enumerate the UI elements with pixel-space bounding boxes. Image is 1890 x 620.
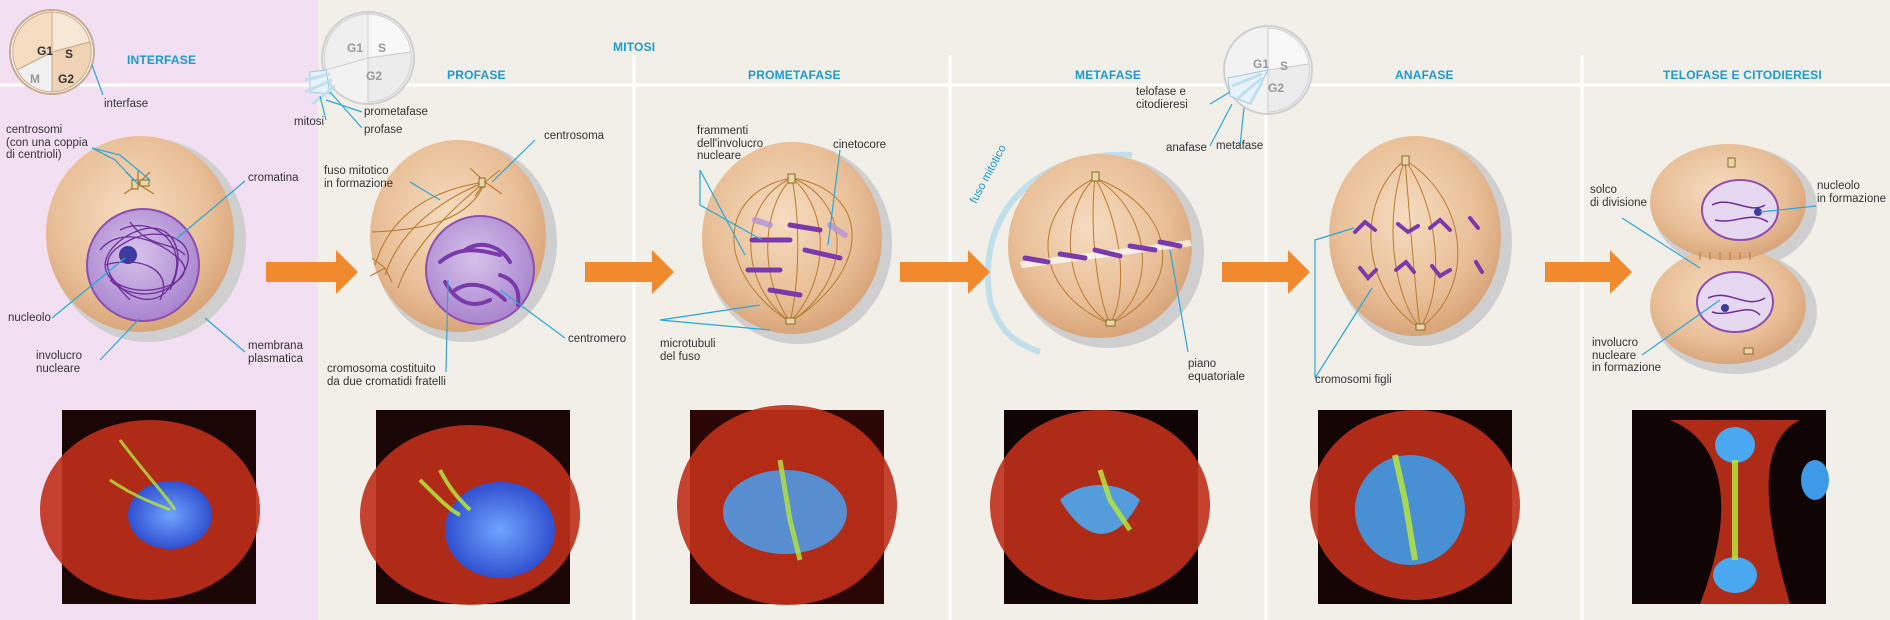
header-interfase: INTERFASE xyxy=(127,53,197,67)
label-involucro: involucro nucleare xyxy=(36,350,83,375)
cell-cycle-wheel-right xyxy=(1209,25,1313,147)
label-membrana: membrana plasmatica xyxy=(248,340,303,365)
wheel-left-g2: G2 xyxy=(58,72,75,86)
wheel-right-g2: G2 xyxy=(1268,81,1285,95)
label-fuso-formazione: fuso mitotico in formazione xyxy=(324,165,394,190)
prophase-cell xyxy=(369,140,557,342)
label-centrosomi: centrosomi (con una coppia di centrioli) xyxy=(6,124,88,161)
cell-cycle-wheel-mid xyxy=(304,11,415,129)
pointer-lines xyxy=(51,139,1817,379)
wheel-left-interfase: interfase xyxy=(104,98,149,110)
header-profase: PROFASE xyxy=(447,68,506,82)
wheel-left-s: S xyxy=(65,47,74,61)
label-cinetocore: cinetocore xyxy=(833,139,887,151)
wheel-right-telofase: telofase e citodieresi xyxy=(1136,86,1188,111)
label-microtubuli: microtubuli del fuso xyxy=(660,338,716,363)
label-solco: solco di divisione xyxy=(1590,184,1647,209)
label-piano: piano equatoriale xyxy=(1188,358,1245,383)
label-cromosomi-figli: cromosomi figli xyxy=(1315,374,1392,386)
label-nucleolo-formazione: nucleolo in formazione xyxy=(1817,180,1887,205)
label-cromatina: cromatina xyxy=(248,172,299,184)
telophase-cells xyxy=(1650,144,1817,374)
wheel-left-g1: G1 xyxy=(37,44,54,58)
wheel-mid-s: S xyxy=(378,41,387,55)
label-nucleolo: nucleolo xyxy=(8,312,51,324)
label-involucro-formazione: involucro nucleare in formazione xyxy=(1592,337,1662,374)
label-frammenti: frammenti dell'involucro nucleare xyxy=(697,125,764,162)
wheel-mid-mitosi: mitosi xyxy=(294,116,325,128)
wheel-right-anafase: anafase xyxy=(1166,142,1207,154)
header-metafase: METAFASE xyxy=(1075,68,1142,82)
interphase-cell xyxy=(46,136,246,342)
header-mitosi: MITOSI xyxy=(613,40,656,54)
anaphase-cell xyxy=(1329,136,1512,346)
header-prometafase: PROMETAFASE xyxy=(748,68,841,82)
phase-arrows xyxy=(266,250,1632,294)
metaphase-cell xyxy=(984,151,1204,355)
wheel-mid-g1: G1 xyxy=(347,41,364,55)
cell-cycle-wheel-left xyxy=(9,9,104,96)
header-anafase: ANAFASE xyxy=(1395,68,1454,82)
wheel-right-g1: G1 xyxy=(1253,57,1270,71)
wheel-mid-profase: profase xyxy=(364,124,403,136)
wheel-right-metafase: metafase xyxy=(1216,140,1264,152)
micrographs xyxy=(40,405,1829,605)
prometaphase-cell xyxy=(702,142,892,344)
wheel-mid-prometafase: prometafase xyxy=(364,106,428,118)
label-centromero: centromero xyxy=(568,333,627,345)
wheel-right-s: S xyxy=(1280,59,1289,73)
label-centrosoma: centrosoma xyxy=(544,130,605,142)
label-cromosoma: cromosoma costituito da due cromatidi fr… xyxy=(327,363,446,388)
wheel-left-m: M xyxy=(30,72,40,86)
wheel-mid-g2: G2 xyxy=(366,69,383,83)
header-telofase: TELOFASE E CITODIERESI xyxy=(1663,68,1822,82)
